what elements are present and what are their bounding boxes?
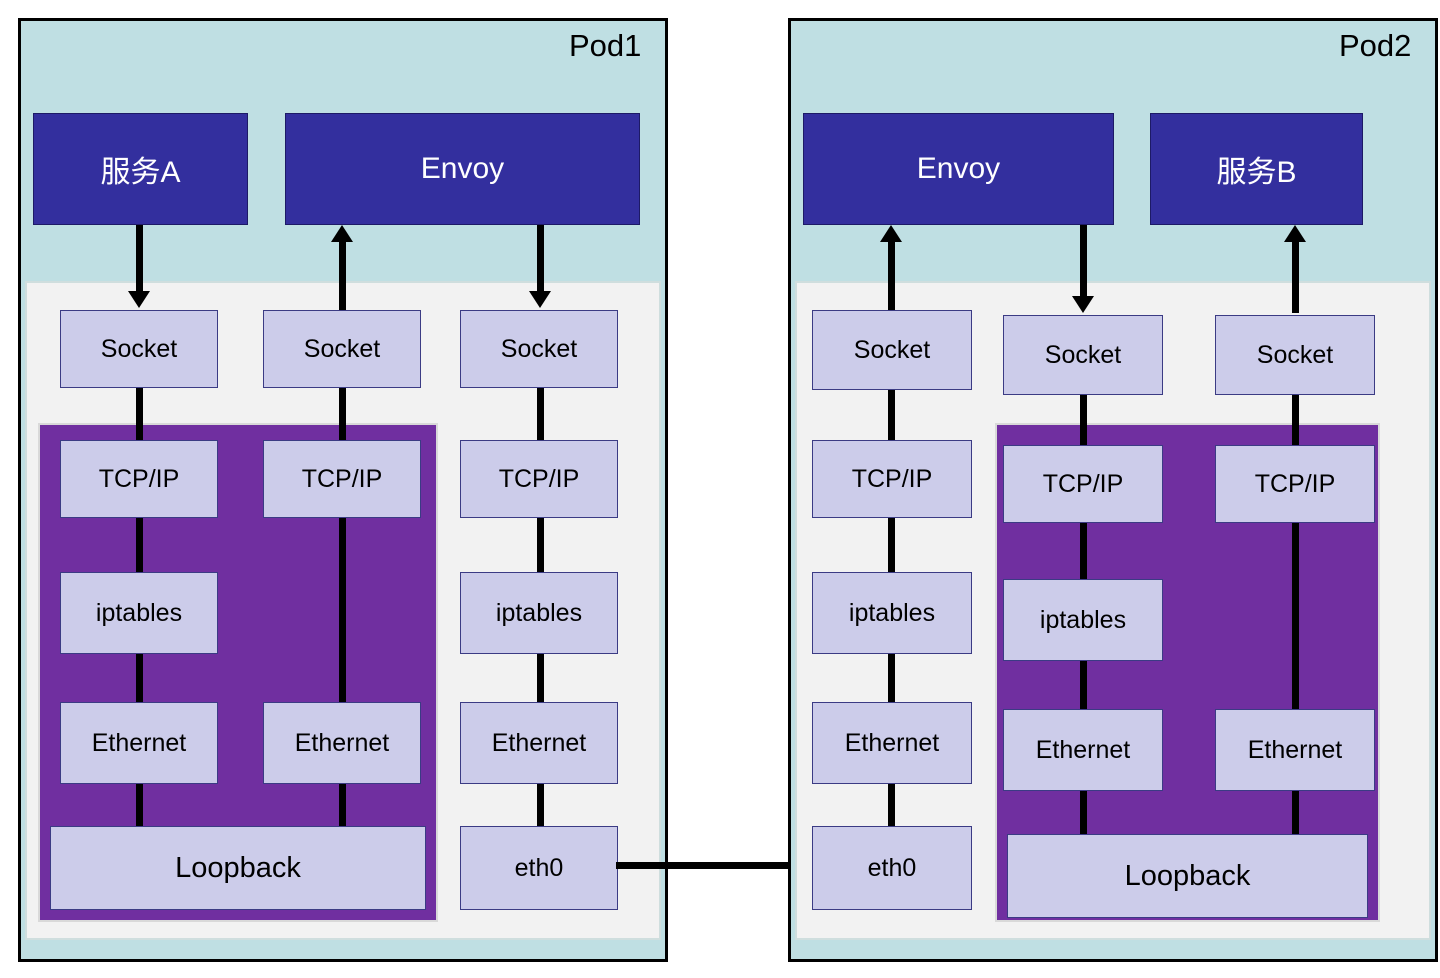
pod-2-col1-box-ethernet[interactable]: Ethernet: [812, 702, 972, 784]
pod-1-app-envoy[interactable]: Envoy: [285, 113, 640, 225]
pod-1-col1-box-ethernet[interactable]: Ethernet: [60, 702, 218, 784]
pod-1-col3-box-ethernet[interactable]: Ethernet: [460, 702, 618, 784]
pod-2-col2-box-iptables[interactable]: iptables: [1003, 579, 1163, 661]
pod-1-title: Pod1: [569, 28, 642, 63]
pod-2-arrow-socket-to-service-b-head: [1284, 225, 1306, 242]
pod-1-col2-link-tcpip-ethernet: [339, 515, 346, 705]
pod-1-col3-link-tcpip-iptables: [537, 515, 544, 575]
pod-1-col3-link-iptables-ethernet: [537, 650, 544, 705]
pod-2-col3-link-socket-tcpip: [1292, 393, 1299, 445]
inter-pod-link-line: [616, 862, 816, 869]
pod-2-arrow-envoy-to-socket-line: [1080, 225, 1087, 301]
pod-2-col2-link-ethernet-loopback: [1080, 788, 1087, 838]
pod-1-col1-box-tcpip[interactable]: TCP/IP: [60, 440, 218, 518]
pod-2-col1-link-iptables-ethernet: [888, 650, 895, 705]
pod-2-arrow-socket-to-envoy-line: [888, 240, 895, 310]
pod-1-col1-link-ethernet-loopback: [136, 780, 143, 830]
pod-1-col2-box-ethernet[interactable]: Ethernet: [263, 702, 421, 784]
pod-2-arrow-socket-to-service-b-line: [1292, 240, 1299, 313]
pod-2-col3-box-socket[interactable]: Socket: [1215, 315, 1375, 395]
pod-2-col1-link-socket-tcpip: [888, 388, 895, 440]
pod-1-col2-link-socket-tcpip: [339, 385, 346, 440]
pod-1-app-service-a[interactable]: 服务A: [33, 113, 248, 225]
pod-2-col2-link-socket-tcpip: [1080, 393, 1087, 445]
pod-1-col2-link-ethernet-loopback: [339, 780, 346, 830]
pod-2-box-loopback[interactable]: Loopback: [1007, 834, 1368, 918]
pod-2-title: Pod2: [1339, 28, 1412, 63]
pod-1-col1-box-iptables[interactable]: iptables: [60, 572, 218, 654]
pod-2-col3-box-ethernet[interactable]: Ethernet: [1215, 709, 1375, 791]
pod-1-col2-box-socket[interactable]: Socket: [263, 310, 421, 388]
pod-2-col1-box-socket[interactable]: Socket: [812, 310, 972, 390]
pod-2-arrow-socket-to-envoy-head: [880, 225, 902, 242]
pod-1-col3-box-eth0[interactable]: eth0: [460, 826, 618, 910]
pod-1-arrow-socket-to-envoy-head: [331, 225, 353, 242]
pod-2-col2-box-ethernet[interactable]: Ethernet: [1003, 709, 1163, 791]
pod-2-col3-box-tcpip[interactable]: TCP/IP: [1215, 445, 1375, 523]
pod-2-app-envoy[interactable]: Envoy: [803, 113, 1114, 225]
pod-1-col3-box-iptables[interactable]: iptables: [460, 572, 618, 654]
pod-1-arrow-service-a-to-socket-line: [136, 225, 143, 297]
pod-1-arrow-socket-to-envoy-line: [339, 240, 346, 310]
pod-2-app-service-b[interactable]: 服务B: [1150, 113, 1363, 225]
pod-1-box-loopback[interactable]: Loopback: [50, 826, 426, 910]
pod-2-col1-box-eth0[interactable]: eth0: [812, 826, 972, 910]
pod-1-col1-link-socket-tcpip: [136, 385, 143, 440]
pod-2-col2-box-socket[interactable]: Socket: [1003, 315, 1163, 395]
pod-1-arrow-envoy-to-socket-head: [529, 291, 551, 308]
pod-1-col3-link-socket-tcpip: [537, 385, 544, 440]
pod-1-arrow-service-a-to-socket-head: [128, 291, 150, 308]
pod-1-col3-box-socket[interactable]: Socket: [460, 310, 618, 388]
pod-2-arrow-envoy-to-socket-head: [1072, 296, 1094, 313]
pod-2-col3-link-tcpip-ethernet: [1292, 522, 1299, 712]
pod-2-col2-link-iptables-ethernet: [1080, 657, 1087, 712]
pod-2-col1-link-tcpip-iptables: [888, 515, 895, 575]
pod-1-col3-box-tcpip[interactable]: TCP/IP: [460, 440, 618, 518]
pod-1-arrow-envoy-to-socket-line: [537, 225, 544, 297]
pod-1-col1-box-socket[interactable]: Socket: [60, 310, 218, 388]
pod-2-col1-link-ethernet-eth0: [888, 780, 895, 828]
pod-2-col1-box-tcpip[interactable]: TCP/IP: [812, 440, 972, 518]
pod-2-col2-link-tcpip-iptables: [1080, 522, 1087, 582]
pod-1-col3-link-ethernet-eth0: [537, 780, 544, 828]
pod-2-col2-box-tcpip[interactable]: TCP/IP: [1003, 445, 1163, 523]
pod-1-col2-box-tcpip[interactable]: TCP/IP: [263, 440, 421, 518]
pod-2-col1-box-iptables[interactable]: iptables: [812, 572, 972, 654]
pod-2-col3-link-ethernet-loopback: [1292, 788, 1299, 838]
pod-1-col1-link-iptables-ethernet: [136, 650, 143, 705]
pod-1-col1-link-tcpip-iptables: [136, 515, 143, 575]
